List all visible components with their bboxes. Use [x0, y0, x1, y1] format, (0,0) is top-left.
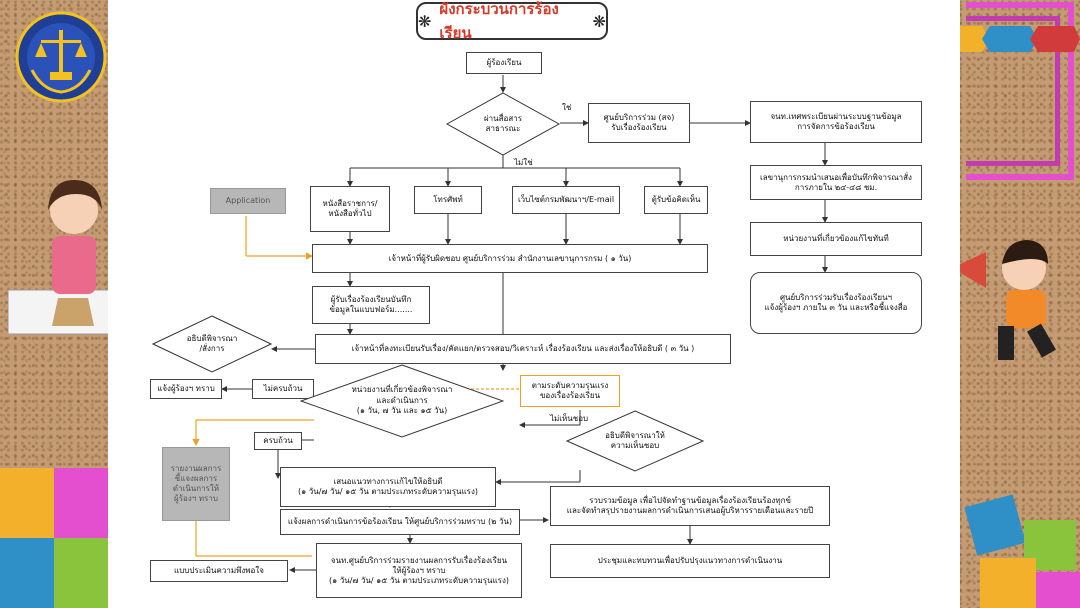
node-phone: โทรศัพท์ [414, 186, 482, 214]
node-incomplete: ไม่ครบถ้วน [252, 379, 314, 399]
puzzle-left-decoration [0, 468, 108, 608]
node-website: เว็บไซต์กรมพัฒนาฯ/E-mail [512, 186, 620, 214]
decision-director-approve: อธิบดีพิจารณาให้ ความเห็นชอบ [566, 410, 704, 472]
node-complete: ครบถ้วน [254, 432, 302, 450]
label-no: ไม่ใช่ [514, 158, 533, 167]
pink-frame-inner [966, 16, 1060, 166]
node-letter: หนังสือราชการ/ หนังสือทั่วไป [310, 186, 390, 232]
node-register: เจ้าหน้าที่ลงทะเบียนรับเรื่อง/คัดแยก/ตรว… [315, 334, 731, 364]
title-text: ผังกระบวนการร้องเรียน [439, 0, 559, 42]
node-notify-complainant: แจ้งผู้ร้องฯ ทราบ [150, 379, 222, 399]
node-report-progress: รายงานผลการ ชี้แจงผลการ ดำเนินการให้ ผู้… [162, 447, 230, 521]
node-severity: ตามระดับความรุนแรง ของเรื่องร้องเรียน [520, 375, 620, 407]
node-officer-center: เจ้าหน้าที่ผู้รับผิดชอบ ศูนย์บริการร่วม … [312, 244, 708, 273]
node-record: ผู้รับเรื่องร้องเรียนบันทึก ข้อมูลในแบบฟ… [312, 286, 430, 324]
decision-director-approve-text: อธิบดีพิจารณาให้ ความเห็นชอบ [605, 430, 665, 450]
node-gov-staff: จนท.เทศพระเบียนผ่านระบบฐานข้อมูล การจัดก… [750, 101, 922, 143]
node-propose-plan: เสนอแนวทางการแก้ไขให้อธิบดี (๑ วัน/๗ วัน… [280, 467, 496, 507]
chart-title: ❋ ผังกระบวนการร้องเรียน ❋ [416, 0, 608, 42]
decision-consider-text: อธิบดีพิจารณา /สั่งการ [186, 333, 238, 353]
decision-unit: หน่วยงานที่เกี่ยวข้องพิจารณา และดำเนินกา… [300, 364, 504, 438]
node-complainant: ผู้ร้องเรียน [466, 52, 542, 74]
label-disagree: ไม่เห็นชอบ [550, 414, 589, 423]
decision-unit-text: หน่วยงานที่เกี่ยวข้องพิจารณา และดำเนินกา… [351, 385, 453, 416]
node-meeting: ประชุมและทบทวนเพื่อปรับปรุงแนวทางการดำเน… [550, 544, 830, 578]
star-icon: ❋ [592, 11, 606, 31]
star-icon: ❋ [418, 11, 432, 31]
boy-megaphone-illustration [952, 240, 1056, 360]
pink-frame [966, 2, 1074, 180]
node-related-unit-top: หน่วยงานที่เกี่ยวข้องแก้ไขทันที [750, 222, 922, 256]
decision-consider: อธิบดีพิจารณา /สั่งการ [152, 315, 272, 373]
decision-via-channel: ผ่านสื่อสาร สาธารณะ [446, 92, 560, 156]
node-secretary: เลขานุการกรมนำเสนอเพื่อบันทึกพิจารณาสั่ง… [750, 165, 922, 200]
node-center-notify: จนท.ศูนย์บริการร่วมรายงานผลการรับเรื่องร… [316, 543, 522, 598]
node-application: Application [210, 188, 286, 214]
decision-via-channel-text: ผ่านสื่อสาร สาธารณะ [483, 113, 522, 133]
node-suggestion-box: ตู้รับข้อคิดเห็น [644, 186, 708, 214]
puzzle-right-decoration [964, 494, 1080, 608]
node-notify-center: แจ้งผลการดำเนินการข้อร้องเรียน ให้ศูนย์บ… [280, 509, 520, 535]
node-collect-data: รวบรวมข้อมูล เพื่อไปจัดทำฐานข้อมูลเรื่อง… [550, 486, 830, 526]
node-service-center: ศูนย์บริการร่วม (สจ) รับเรื่องร้องเรียน [588, 103, 690, 143]
label-yes: ใช่ [562, 103, 572, 112]
department-logo [14, 10, 108, 104]
node-service-result: ศูนย์บริการร่วมรับเรื่องร้องเรียนฯ แจ้งผ… [750, 272, 922, 334]
node-satisfaction: แบบประเมินความพึงพอใจ [150, 560, 288, 582]
